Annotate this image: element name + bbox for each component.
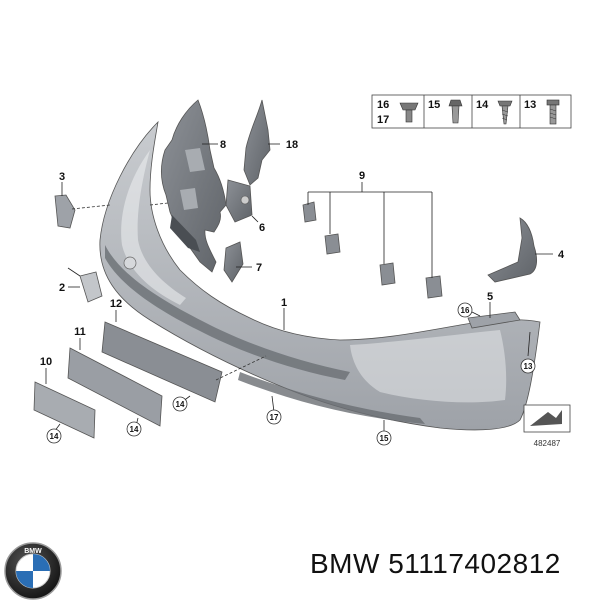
callout-4: 4 — [558, 249, 565, 261]
svg-text:15: 15 — [380, 434, 389, 443]
callouts: 1 2 3 4 5 6 7 8 9 10 11 12 18 — [40, 139, 565, 368]
callout-9: 9 — [359, 170, 365, 182]
svg-text:BMW: BMW — [24, 548, 42, 555]
doc-number: 482487 — [534, 439, 561, 448]
legend-label-14: 14 — [476, 99, 489, 111]
callout-5: 5 — [487, 291, 493, 303]
plate-11 — [67, 347, 163, 427]
arrow-icon — [530, 410, 562, 426]
bolt-icon — [546, 99, 560, 125]
callout-6: 6 — [259, 222, 265, 234]
svg-text:17: 17 — [270, 413, 279, 422]
svg-text:13: 13 — [524, 362, 533, 371]
legend-label-16: 16 — [377, 99, 389, 111]
bumper-carrier — [160, 99, 227, 273]
bracket-5 — [467, 311, 521, 329]
callout-11: 11 — [74, 326, 86, 338]
legend-label-13: 13 — [524, 99, 536, 111]
svg-text:14: 14 — [130, 425, 139, 434]
doc-number-box: 482487 — [523, 404, 571, 448]
callout-3: 3 — [59, 171, 65, 183]
svg-text:14: 14 — [176, 400, 185, 409]
circled-callouts: 14 14 14 17 15 13 16 — [46, 302, 536, 446]
callout-2: 2 — [59, 282, 65, 294]
clip-icon — [448, 99, 463, 124]
bracket-4 — [487, 217, 538, 283]
callout-13: 13 — [520, 358, 536, 374]
plate-10 — [33, 381, 96, 439]
bracket-6 — [225, 179, 253, 223]
callout-12: 12 — [110, 298, 122, 310]
fastener-legend: 16 17 15 14 13 — [371, 94, 572, 129]
callout-14-b: 14 — [126, 421, 142, 437]
callout-18: 18 — [286, 139, 298, 151]
legend-label-17: 17 — [377, 114, 389, 126]
part-3 — [54, 194, 76, 229]
bracket-7 — [223, 241, 244, 283]
leader-lines — [45, 143, 553, 433]
part-2 — [67, 267, 103, 303]
svg-text:14: 14 — [50, 432, 59, 441]
nut-icon — [399, 102, 419, 123]
svg-text:16: 16 — [461, 306, 470, 315]
callout-16: 16 — [457, 302, 473, 318]
screw-icon — [497, 100, 513, 125]
bmw-logo: BMW — [4, 542, 62, 600]
brand-part-number: BMW 51117402812 — [310, 548, 561, 579]
callout-10: 10 — [40, 356, 52, 368]
callout-14-c: 14 — [172, 396, 188, 412]
callout-14-a: 14 — [46, 428, 62, 444]
bracket-18 — [243, 99, 271, 186]
bumper-cover — [99, 120, 541, 431]
plate-12 — [101, 321, 223, 403]
callout-15: 15 — [376, 430, 392, 446]
callout-1: 1 — [281, 297, 287, 309]
clips-9 — [302, 201, 443, 299]
legend-label-15: 15 — [428, 99, 440, 111]
callout-7: 7 — [256, 262, 262, 274]
callout-8: 8 — [220, 139, 226, 151]
callout-17: 17 — [266, 409, 282, 425]
